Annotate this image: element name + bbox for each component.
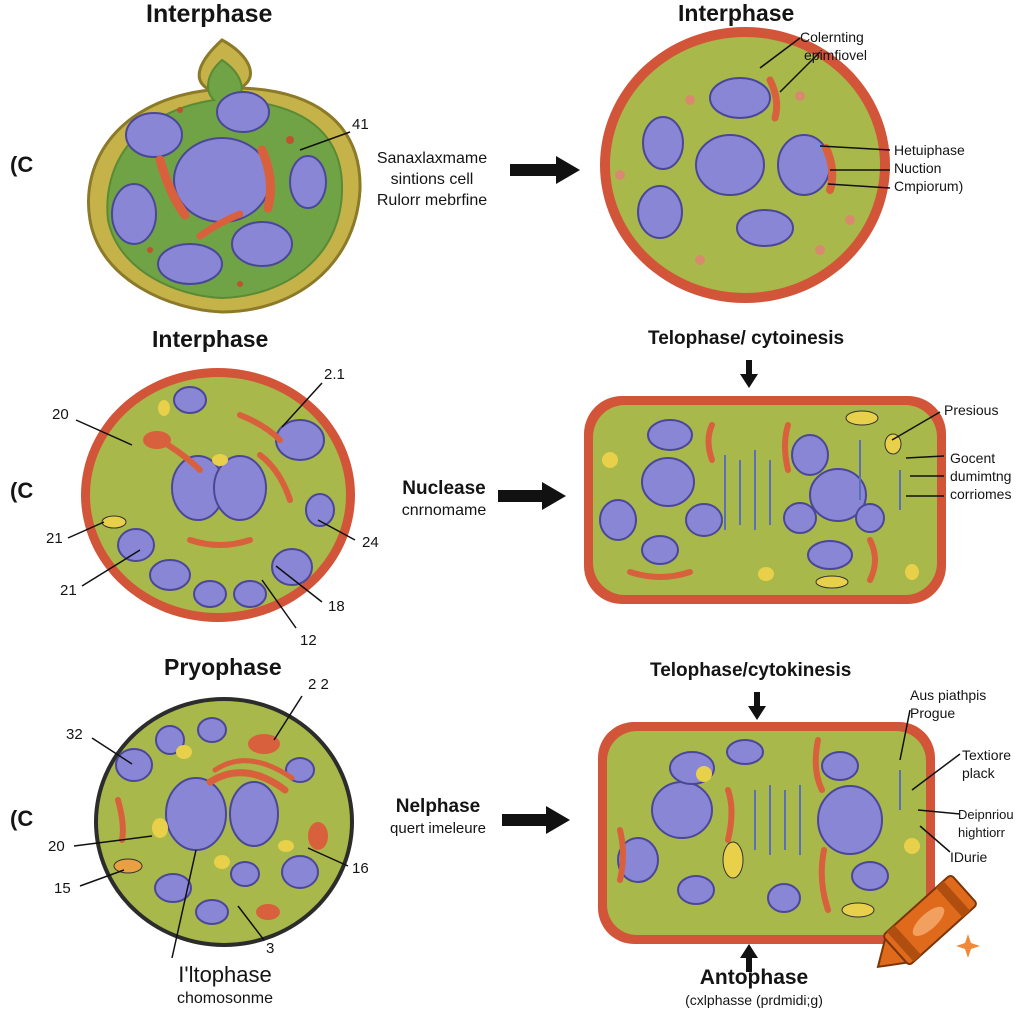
row2-edge-label: (C bbox=[10, 478, 34, 503]
arrow-up-row3 bbox=[740, 944, 758, 972]
row3-edge-label: (C bbox=[10, 806, 34, 831]
row3-side-labels-mid: Textiore plack bbox=[962, 747, 1012, 781]
nucleus bbox=[213, 455, 267, 521]
row1-side-labels: Hetuiphase Nuction Cmpiorum) bbox=[894, 142, 965, 194]
row2-number-left-top: 20 bbox=[52, 406, 69, 423]
nucleus bbox=[229, 781, 279, 847]
row2-number-bottom: 12 bbox=[300, 632, 317, 649]
mitochondrion bbox=[257, 145, 275, 213]
cytoplasm bbox=[593, 405, 937, 595]
arrow-down-row2 bbox=[740, 360, 758, 388]
row2-left-cell bbox=[81, 368, 355, 622]
row3-bottom-right-caption: Antophase (cxlphasse (prdmidi;g) bbox=[685, 966, 823, 1008]
organelle bbox=[231, 221, 293, 267]
row1-middle-label: Sanaxlaxmame sintions cell Rulorr mebrfi… bbox=[376, 150, 488, 209]
row2-number-right: 24 bbox=[362, 534, 379, 551]
row1-right-title: Interphase bbox=[678, 0, 795, 26]
row3-number-left-mid: 20 bbox=[48, 838, 65, 855]
arrow-down-row3 bbox=[748, 692, 766, 720]
arrow-right-row3 bbox=[502, 806, 570, 834]
row1-left-title: Interphase bbox=[146, 0, 273, 28]
organelle bbox=[289, 155, 327, 209]
row2-number-top-right: 2.1 bbox=[324, 366, 345, 383]
row3-number-right: 16 bbox=[352, 860, 369, 877]
row3-right-title: Telophase/cytokinesis bbox=[650, 660, 852, 681]
organelle bbox=[111, 183, 157, 245]
row3-right-cell bbox=[598, 722, 935, 944]
row3-left-cell bbox=[94, 697, 354, 947]
sparkle-icon bbox=[956, 934, 980, 958]
nucleus bbox=[165, 777, 227, 851]
row2-right-cell bbox=[584, 396, 946, 604]
row2-right-title: Telophase/ cytoinesis bbox=[648, 328, 845, 349]
row1-right-cell bbox=[600, 27, 890, 303]
arrows bbox=[498, 156, 766, 972]
row3-number-top-right: 2 2 bbox=[308, 676, 329, 693]
row1-top-labels: Colernting epimfiovel bbox=[800, 29, 868, 63]
row1-left-cell bbox=[87, 38, 362, 314]
row2-number-left-mid: 21 bbox=[46, 530, 63, 547]
mitochondrion bbox=[155, 155, 190, 220]
row3-middle-label: Nelphase quert imeleure bbox=[390, 796, 486, 837]
row3-number-left-low: 15 bbox=[54, 880, 71, 897]
row3-number-left-top: 32 bbox=[66, 726, 83, 743]
nucleus bbox=[173, 137, 271, 223]
row2-left-title: Interphase bbox=[152, 326, 269, 352]
leader-lines bbox=[67, 37, 961, 959]
row2-number-left-low: 21 bbox=[60, 582, 77, 599]
organelle bbox=[125, 112, 183, 158]
row2-side-labels: Gocent dumimtng corriomes bbox=[950, 450, 1012, 502]
row2-middle-label: Nuclease cnrnomame bbox=[401, 478, 487, 519]
organelle bbox=[216, 91, 270, 133]
row3-left-title: Pryophase bbox=[164, 654, 282, 680]
row3-side-labels-low: Deipnriou hightiorr bbox=[958, 807, 1014, 840]
row2-side-label-top: Presious bbox=[944, 402, 999, 418]
row3-number-bottom: 3 bbox=[266, 940, 275, 957]
row3-side-labels-top: Aus piathpis Progue bbox=[910, 687, 987, 721]
organelle bbox=[157, 243, 223, 285]
arrow-right-row1 bbox=[510, 156, 580, 184]
arrow-right-row2 bbox=[498, 482, 566, 510]
row2-number-bottom-right: 18 bbox=[328, 598, 345, 615]
row1-edge-label: (C bbox=[10, 152, 34, 177]
row3-side-label-bottom: IDurie bbox=[950, 849, 988, 865]
crayon-icon bbox=[876, 875, 977, 969]
row1-number: 41 bbox=[352, 116, 369, 133]
row3-bottom-left-caption: I'ltophase chomosonme bbox=[176, 962, 274, 1007]
nucleus bbox=[695, 134, 765, 196]
mitochondrion bbox=[196, 210, 244, 240]
